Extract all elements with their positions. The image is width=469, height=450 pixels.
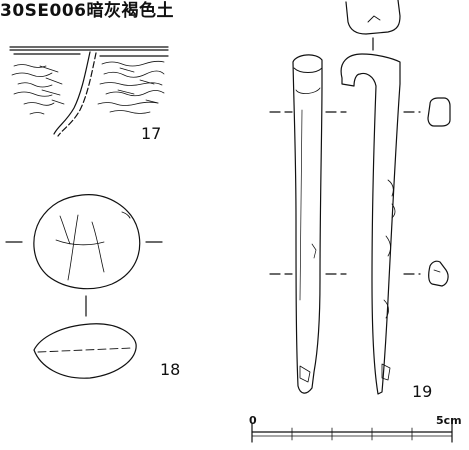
artifact-17-number: 17 (141, 124, 162, 143)
artifact-17-drawing (10, 47, 168, 136)
artifact-18-number: 18 (160, 360, 181, 379)
scale-start-label: 0 (249, 414, 257, 427)
artifact-19-number: 19 (412, 382, 433, 401)
scale-bar (252, 424, 452, 442)
artifact-19-drawing (270, 0, 450, 394)
scale-end-label: 5cm (436, 414, 462, 427)
layer-heading: 30SE006暗灰褐色土 (0, 1, 174, 21)
artifact-18-drawing (6, 195, 162, 379)
